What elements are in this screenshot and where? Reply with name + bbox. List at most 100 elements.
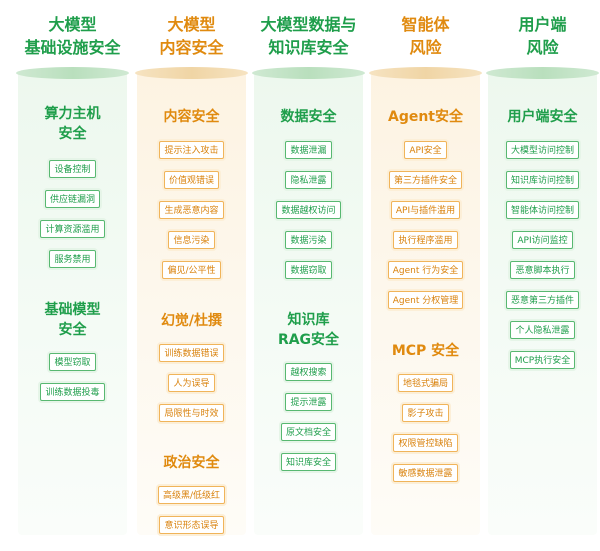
risk-item: 数据越权访问 <box>276 201 341 219</box>
section-title: 基础模型 安全 <box>16 300 129 340</box>
risk-item: 价值观错误 <box>163 171 219 189</box>
column-header-line: 大模型 <box>167 15 216 34</box>
section-title-line: 安全 <box>58 126 87 142</box>
section-title: 幻觉/杜撰 <box>135 311 248 331</box>
column-header-line: 内容安全 <box>159 38 224 57</box>
risk-item: 训练数据错误 <box>159 344 224 362</box>
risk-item: API与插件滥用 <box>390 201 461 219</box>
section-title: 算力主机 安全 <box>16 104 129 144</box>
risk-item: 智能体访问控制 <box>505 201 579 219</box>
risk-item: 生成恶意内容 <box>159 201 224 219</box>
column-header-line: 风险 <box>409 38 442 57</box>
section-title-line: RAG安全 <box>277 332 340 348</box>
section-title: 内容安全 <box>135 107 248 127</box>
column-header: 大模型数据与 知识库安全 <box>252 13 365 59</box>
section-title-line: 用户端安全 <box>507 109 578 125</box>
column-header-line: 基础设施安全 <box>24 38 121 57</box>
column-header-line: 大模型数据与 <box>260 15 357 34</box>
section-title: 用户端安全 <box>486 107 599 127</box>
risk-item: 恶意脚本执行 <box>510 261 575 279</box>
risk-item: Agent 分权管理 <box>387 291 464 309</box>
risk-item: 局限性与时效 <box>159 404 224 422</box>
section-title-line: 知识库 <box>287 312 330 328</box>
risk-item: 训练数据投毒 <box>40 383 105 401</box>
column-panel <box>18 72 127 535</box>
risk-item: API访问监控 <box>512 231 573 249</box>
risk-item: 计算资源滥用 <box>40 220 105 238</box>
risk-item: 地毯式骗局 <box>397 374 453 392</box>
column-content-safety: 大模型 内容安全 内容安全 提示注入攻击 价值观错误 生成恶意内容 信息污染 偏… <box>135 0 248 551</box>
risk-item: Agent 行为安全 <box>387 261 464 279</box>
item-list: 设备控制 供应链漏洞 计算资源滥用 服务禁用 <box>16 160 129 268</box>
column-panel-cap <box>135 67 248 79</box>
column-client-risk: 用户端 风险 用户端安全 大模型访问控制 知识库访问控制 智能体访问控制 API… <box>486 0 599 551</box>
risk-item: MCP执行安全 <box>509 351 576 369</box>
section-title: Agent安全 <box>369 107 482 127</box>
risk-item: 知识库安全 <box>280 453 336 471</box>
risk-item: 数据污染 <box>285 231 332 249</box>
item-list: 模型窃取 训练数据投毒 <box>16 353 129 401</box>
column-data-knowledge: 大模型数据与 知识库安全 数据安全 数据泄漏 隐私泄露 数据越权访问 数据污染 … <box>252 0 365 551</box>
section-title: 政治安全 <box>135 453 248 473</box>
risk-item: 大模型访问控制 <box>505 141 579 159</box>
section-title-line: 幻觉/杜撰 <box>160 313 223 329</box>
column-infrastructure: 大模型 基础设施安全 算力主机 安全 设备控制 供应链漏洞 计算资源滥用 服务禁… <box>16 0 129 551</box>
column-header-line: 用户端 <box>518 15 567 34</box>
column-header: 大模型 内容安全 <box>135 13 248 59</box>
risk-item: 隐私泄露 <box>285 171 332 189</box>
column-header: 大模型 基础设施安全 <box>16 13 129 59</box>
section-title-line: 算力主机 <box>44 106 101 122</box>
risk-item: 提示泄露 <box>285 393 332 411</box>
risk-item: 影子攻击 <box>402 404 449 422</box>
risk-item: 恶意第三方插件 <box>505 291 579 309</box>
risk-item: 供应链漏洞 <box>44 190 100 208</box>
item-list: 越权搜索 提示泄露 原文档安全 知识库安全 <box>252 363 365 471</box>
risk-item: 数据窃取 <box>285 261 332 279</box>
column-panel-cap <box>486 67 599 79</box>
risk-item: 高级黑/低级红 <box>157 486 226 504</box>
risk-item: 原文档安全 <box>280 423 336 441</box>
section-title-line: 基础模型 <box>44 302 101 318</box>
section-title-line: 政治安全 <box>163 455 220 471</box>
column-agent-risk: 智能体 风险 Agent安全 API安全 第三方插件安全 API与插件滥用 执行… <box>369 0 482 551</box>
risk-item: 设备控制 <box>49 160 96 178</box>
section-title-line: 安全 <box>58 322 87 338</box>
risk-item: 人为误导 <box>168 374 215 392</box>
section-title-line: 内容安全 <box>163 109 220 125</box>
risk-item: 数据泄漏 <box>285 141 332 159</box>
column-header-line: 风险 <box>526 38 559 57</box>
risk-item: 意识形态误导 <box>159 516 224 534</box>
column-header-line: 大模型 <box>48 15 97 34</box>
item-list: 提示注入攻击 价值观错误 生成恶意内容 信息污染 偏见/公平性 <box>135 141 248 279</box>
risk-item: 提示注入攻击 <box>159 141 224 159</box>
risk-item: 个人隐私泄露 <box>510 321 575 339</box>
section-title-line: MCP 安全 <box>391 343 460 359</box>
risk-item: 服务禁用 <box>49 250 96 268</box>
risk-item: API安全 <box>404 141 447 159</box>
section-title: 知识库 RAG安全 <box>252 310 365 350</box>
section-title: 数据安全 <box>252 107 365 127</box>
item-list: 地毯式骗局 影子攻击 权限管控缺陷 敏感数据泄露 <box>369 374 482 482</box>
risk-item: 模型窃取 <box>49 353 96 371</box>
column-header: 用户端 风险 <box>486 13 599 59</box>
column-panel-cap <box>16 67 129 79</box>
risk-item: 敏感数据泄露 <box>393 464 458 482</box>
column-header-line: 智能体 <box>401 15 450 34</box>
column-header: 智能体 风险 <box>369 13 482 59</box>
item-list: 高级黑/低级红 意识形态误导 <box>135 486 248 534</box>
risk-item: 知识库访问控制 <box>505 171 579 189</box>
item-list: 训练数据错误 人为误导 局限性与时效 <box>135 344 248 422</box>
item-list: 数据泄漏 隐私泄露 数据越权访问 数据污染 数据窃取 <box>252 141 365 279</box>
section-title-line: Agent安全 <box>387 109 463 125</box>
column-panel-cap <box>252 67 365 79</box>
section-title-line: 数据安全 <box>280 109 337 125</box>
column-panel-cap <box>369 67 482 79</box>
risk-item: 权限管控缺陷 <box>393 434 458 452</box>
item-list: API安全 第三方插件安全 API与插件滥用 执行程序滥用 Agent 行为安全… <box>369 141 482 309</box>
risk-item: 偏见/公平性 <box>162 261 221 279</box>
item-list: 大模型访问控制 知识库访问控制 智能体访问控制 API访问监控 恶意脚本执行 恶… <box>486 141 599 369</box>
section-title: MCP 安全 <box>369 341 482 361</box>
risk-item: 执行程序滥用 <box>393 231 458 249</box>
risk-item: 信息污染 <box>168 231 215 249</box>
risk-item: 越权搜索 <box>285 363 332 381</box>
